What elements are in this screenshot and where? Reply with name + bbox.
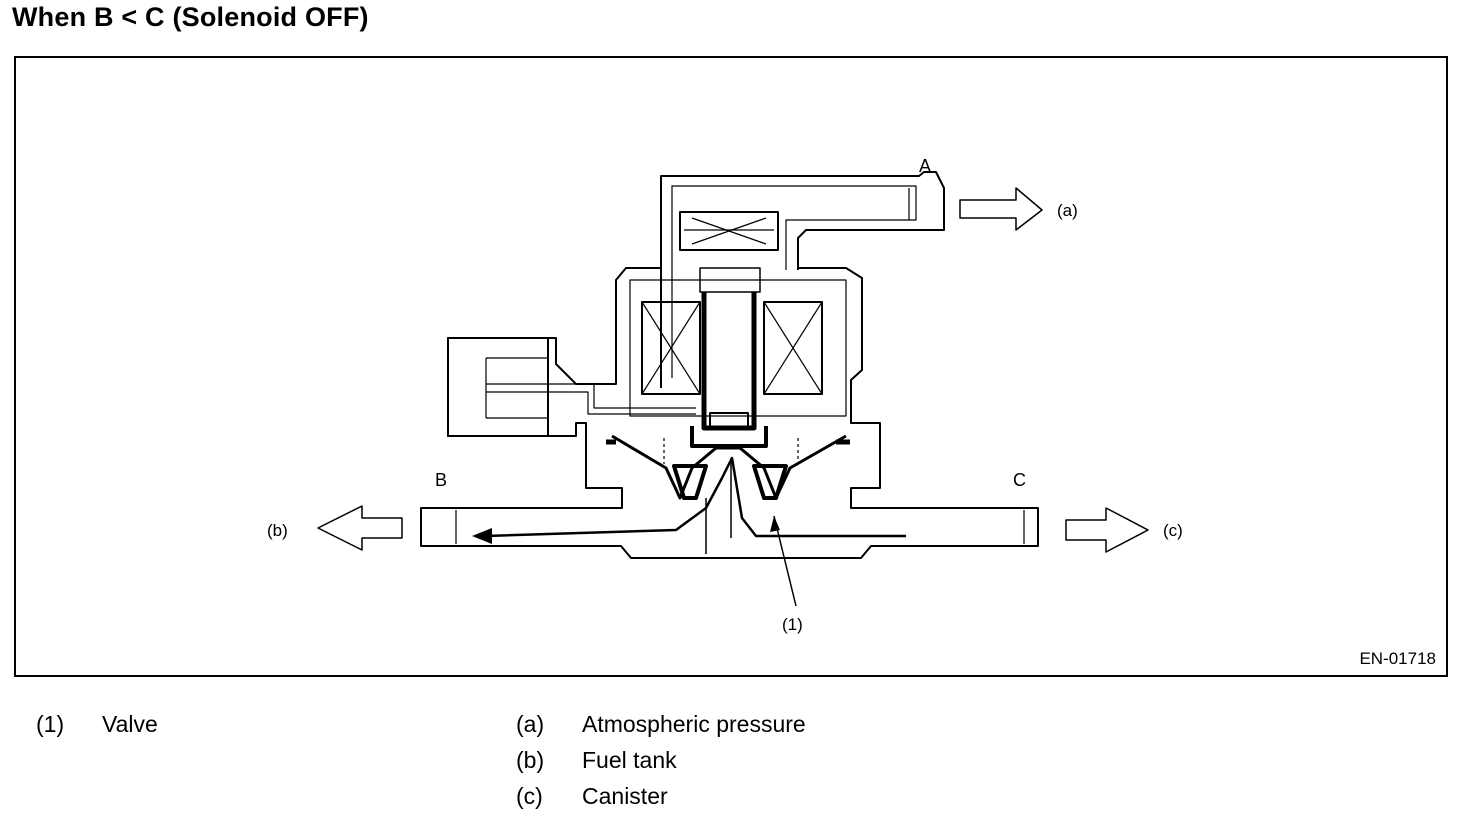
legend-left: (1) Valve bbox=[36, 710, 356, 746]
page-title: When B < C (Solenoid OFF) bbox=[12, 2, 369, 32]
connector bbox=[447, 337, 549, 437]
top-outlet-pipe bbox=[660, 171, 945, 388]
arrow-c bbox=[1065, 507, 1149, 553]
valve-left bbox=[672, 464, 708, 500]
port-label-b: B bbox=[435, 470, 447, 490]
legend-value: Fuel tank bbox=[582, 747, 677, 773]
diagram-frame: A B C (a) (b) (c) (1) EN-01718 bbox=[14, 56, 1448, 677]
legend-key: (1) bbox=[36, 711, 65, 737]
legend-key: (c) bbox=[516, 783, 543, 809]
port-label-a: A bbox=[919, 156, 931, 176]
arrow-a bbox=[959, 187, 1043, 231]
valve-leader bbox=[773, 515, 797, 607]
legend-item: (b) Fuel tank bbox=[516, 746, 916, 782]
figure-code: EN-01718 bbox=[1359, 649, 1436, 668]
legend-item: (c) Canister bbox=[516, 782, 916, 818]
legend-value: Canister bbox=[582, 783, 668, 809]
legend-item: (1) Valve bbox=[36, 710, 356, 746]
diaphragm bbox=[611, 434, 847, 500]
callout-valve: (1) bbox=[782, 615, 803, 634]
upper-coil bbox=[679, 211, 779, 251]
central-tube bbox=[701, 292, 757, 431]
valve-right bbox=[752, 464, 788, 500]
solenoid-housing bbox=[420, 267, 1039, 559]
port-label-c: C bbox=[1013, 470, 1026, 490]
flow-label-a: (a) bbox=[1057, 201, 1078, 220]
arrow-b bbox=[317, 505, 403, 551]
legend-value: Atmospheric pressure bbox=[582, 711, 806, 737]
plunger bbox=[699, 267, 761, 293]
left-coil bbox=[641, 301, 701, 395]
legend-key: (a) bbox=[516, 711, 545, 737]
flow-label-c: (c) bbox=[1163, 521, 1183, 540]
top-outlet-pipe-inner bbox=[671, 185, 917, 378]
legend-value: Valve bbox=[102, 711, 158, 737]
legend-item: (a) Atmospheric pressure bbox=[516, 710, 916, 746]
legend-right: (a) Atmospheric pressure (b) Fuel tank (… bbox=[516, 710, 916, 818]
flow-path bbox=[485, 456, 906, 538]
solenoid-valve-diagram: A B C (a) (b) (c) (1) bbox=[267, 156, 1183, 634]
right-coil bbox=[763, 301, 823, 395]
flow-arrowhead bbox=[472, 528, 492, 544]
legend-key: (b) bbox=[516, 747, 545, 773]
flow-label-b: (b) bbox=[267, 521, 288, 540]
